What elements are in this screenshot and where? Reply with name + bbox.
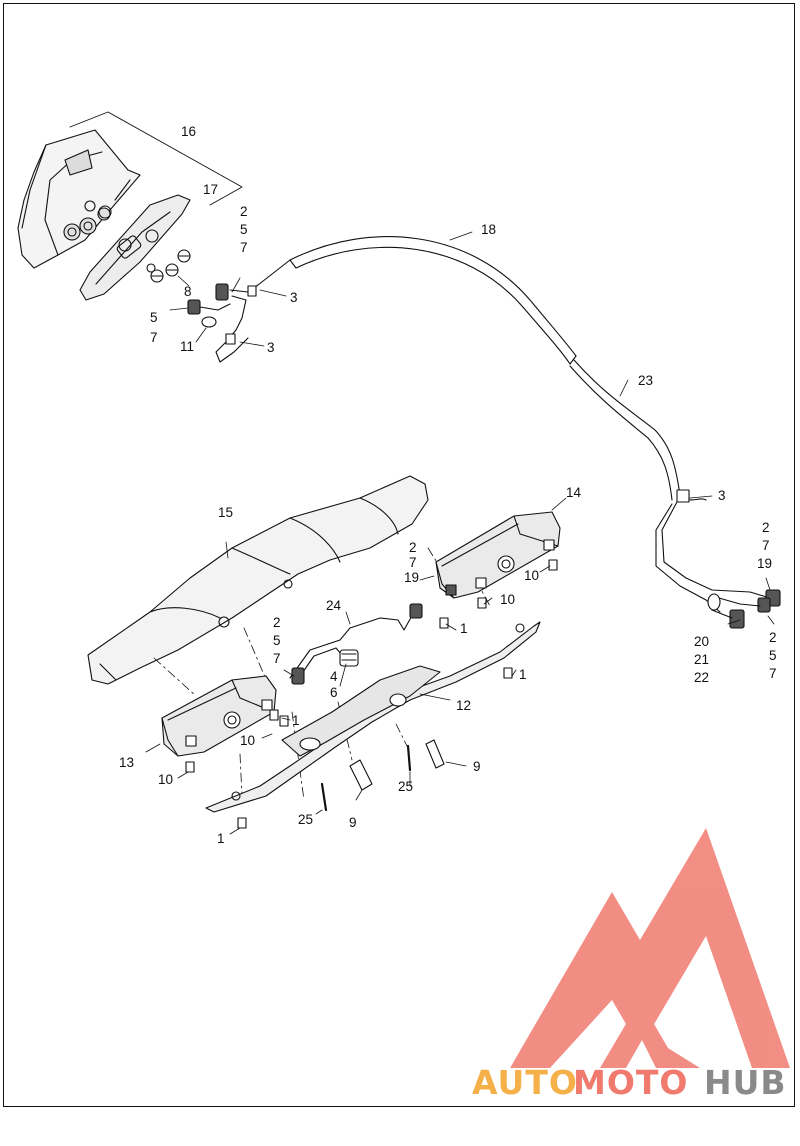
callout-4: 4 [330,669,338,684]
callout-9: 9 [473,759,481,774]
callout-7: 7 [273,651,281,666]
wordmark-auto: AUTO [472,1063,578,1102]
callout-12: 12 [456,698,471,713]
callout-2: 2 [769,630,777,645]
callout-14: 14 [566,485,582,500]
callout-3: 3 [290,290,298,305]
plate-screws [146,249,191,283]
leader-lines [145,231,775,835]
callout-3: 3 [267,340,275,355]
left-marker-lamp [161,675,277,757]
callout-3: 3 [718,488,726,503]
callout-1: 1 [519,667,527,682]
wordmark-hub: HUB [704,1063,787,1102]
callout-7: 7 [769,666,777,681]
callout-2: 2 [762,520,770,535]
tail-lamp-housing [17,129,141,269]
callout-22: 22 [694,670,709,685]
callout-2: 2 [273,615,281,630]
wordmark-moto: MOTO [573,1063,688,1102]
callout-20: 20 [694,634,709,649]
callout-10: 10 [500,592,515,607]
callout-2: 2 [409,540,417,555]
callout-17: 17 [203,182,218,197]
callout-6: 6 [330,685,338,700]
callout-10: 10 [240,733,255,748]
callout-25: 25 [398,779,413,794]
automotohub-wordmark: AUTO MOTO HUB [472,1063,787,1102]
callout-23: 23 [638,373,653,388]
callout-19: 19 [404,570,419,585]
callout-16: 16 [181,124,196,139]
lamp-mounting-bracket [205,621,541,813]
callout-25: 25 [298,812,313,827]
callout-1: 1 [460,621,468,636]
automotohub-logo [510,828,790,1068]
callout-7: 7 [409,555,417,570]
rear-fender-cover [87,475,429,685]
callout-10: 10 [158,772,173,787]
callout-7: 7 [240,240,248,255]
callout-2: 2 [240,204,248,219]
upper-harness [187,259,291,363]
callout-5: 5 [273,633,281,648]
callout-7: 7 [762,538,770,553]
callout-21: 21 [694,652,709,667]
callout-5: 5 [240,222,248,237]
callout-5: 5 [150,310,158,325]
callout-7: 7 [150,330,158,345]
right-marker-lamp [435,511,561,599]
callout-5: 5 [769,648,777,663]
callout-1: 1 [217,831,225,846]
callout-1: 1 [292,713,300,728]
lamp-harness [289,603,423,685]
callout-15: 15 [218,505,233,520]
callout-8: 8 [184,284,192,299]
callout-24: 24 [326,598,342,613]
lamp-mounting-plate [79,194,191,301]
harness-conduit [289,236,781,629]
callout-9: 9 [349,815,357,830]
callout-19: 19 [757,556,772,571]
callout-13: 13 [119,755,134,770]
callout-18: 18 [481,222,496,237]
small-screws [185,559,558,829]
callout-10: 10 [524,568,539,583]
mounting-bolts [320,739,445,812]
diagram-border [3,3,795,1107]
callout-11: 11 [180,339,194,354]
